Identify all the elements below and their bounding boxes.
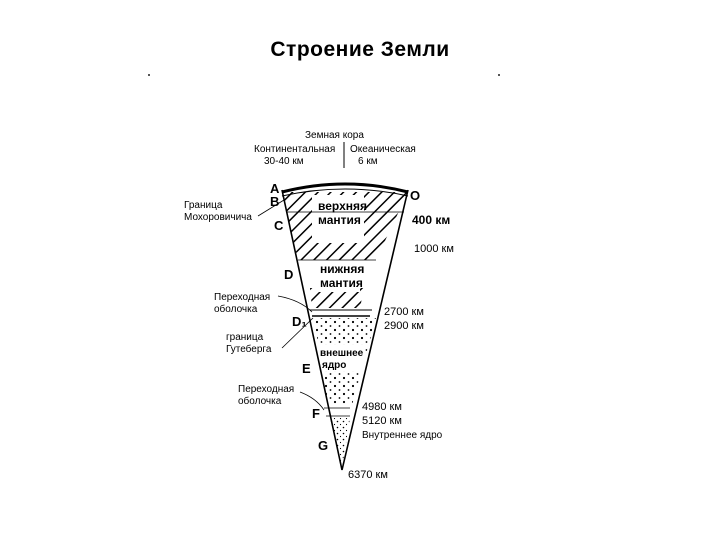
transition2-leader [299, 391, 325, 411]
depth-2700: 2700 км [384, 306, 424, 318]
layer-letter-g: G [318, 438, 328, 453]
gutenberg-label-1: граница [226, 332, 264, 343]
decorative-dot-right [498, 74, 500, 76]
inner-core-label: Внутреннее ядро [362, 430, 443, 441]
gutenberg-label-2: Гутеберга [226, 343, 272, 355]
lower-mantle-band [310, 288, 364, 308]
moho-label-2: Мохоровичича [184, 212, 252, 223]
crust-label: Земная кора [305, 130, 364, 141]
gutenberg-leader [281, 317, 314, 349]
crust-oceanic-label: Океаническая [350, 144, 416, 155]
moho-boundary-line [281, 188, 409, 197]
transition2-label-1: Переходная [238, 384, 294, 395]
crust-continental-depth: 30-40 км [264, 156, 304, 167]
depth-6370: 6370 км [348, 469, 388, 481]
moho-leader [257, 199, 285, 217]
depth-400: 400 км [412, 213, 450, 227]
layer-letter-c: C [274, 218, 284, 233]
inner-core-region [330, 418, 350, 468]
lower-mantle-label-box [316, 262, 360, 292]
transition1-label-2: оболочка [214, 303, 258, 315]
depth-2900: 2900 км [384, 320, 424, 332]
crust-continental-label: Континентальная [254, 144, 335, 155]
moho-label-1: Граница [184, 200, 223, 211]
layer-letter-o: O [410, 188, 420, 203]
decorative-dot-left [148, 74, 150, 76]
layer-letter-e: E [302, 361, 311, 376]
layer-letter-b: B [270, 194, 279, 209]
upper-mantle-label-2: мантия [318, 213, 361, 227]
wedge-outline [281, 189, 409, 471]
lower-mantle-label-2: мантия [320, 276, 363, 290]
layer-letter-a: A [270, 181, 280, 196]
upper-mantle-label-box [312, 195, 364, 243]
page-title: Строение Земли [270, 38, 450, 61]
outer-core-label-box [318, 345, 364, 371]
outer-core-label-2: ядро [322, 360, 346, 371]
lower-mantle-label-1: нижняя [320, 262, 364, 276]
depth-1000: 1000 км [414, 243, 454, 255]
layer-letter-f: F [312, 406, 320, 421]
crust-oceanic-depth: 6 км [358, 156, 378, 167]
depth-4980: 4980 км [362, 401, 402, 413]
upper-mantle-label-1: верхняя [318, 199, 367, 213]
transition1-label-1: Переходная [214, 292, 270, 303]
transition1-leader [277, 295, 313, 313]
layer-letter-d: D [284, 267, 293, 282]
transition2-label-2: оболочка [238, 395, 282, 407]
outer-core-label-1: внешнее [320, 348, 364, 359]
layer-letter-d1: D₁ [292, 314, 307, 329]
crust-arc [281, 182, 409, 194]
depth-5120: 5120 км [362, 415, 402, 427]
